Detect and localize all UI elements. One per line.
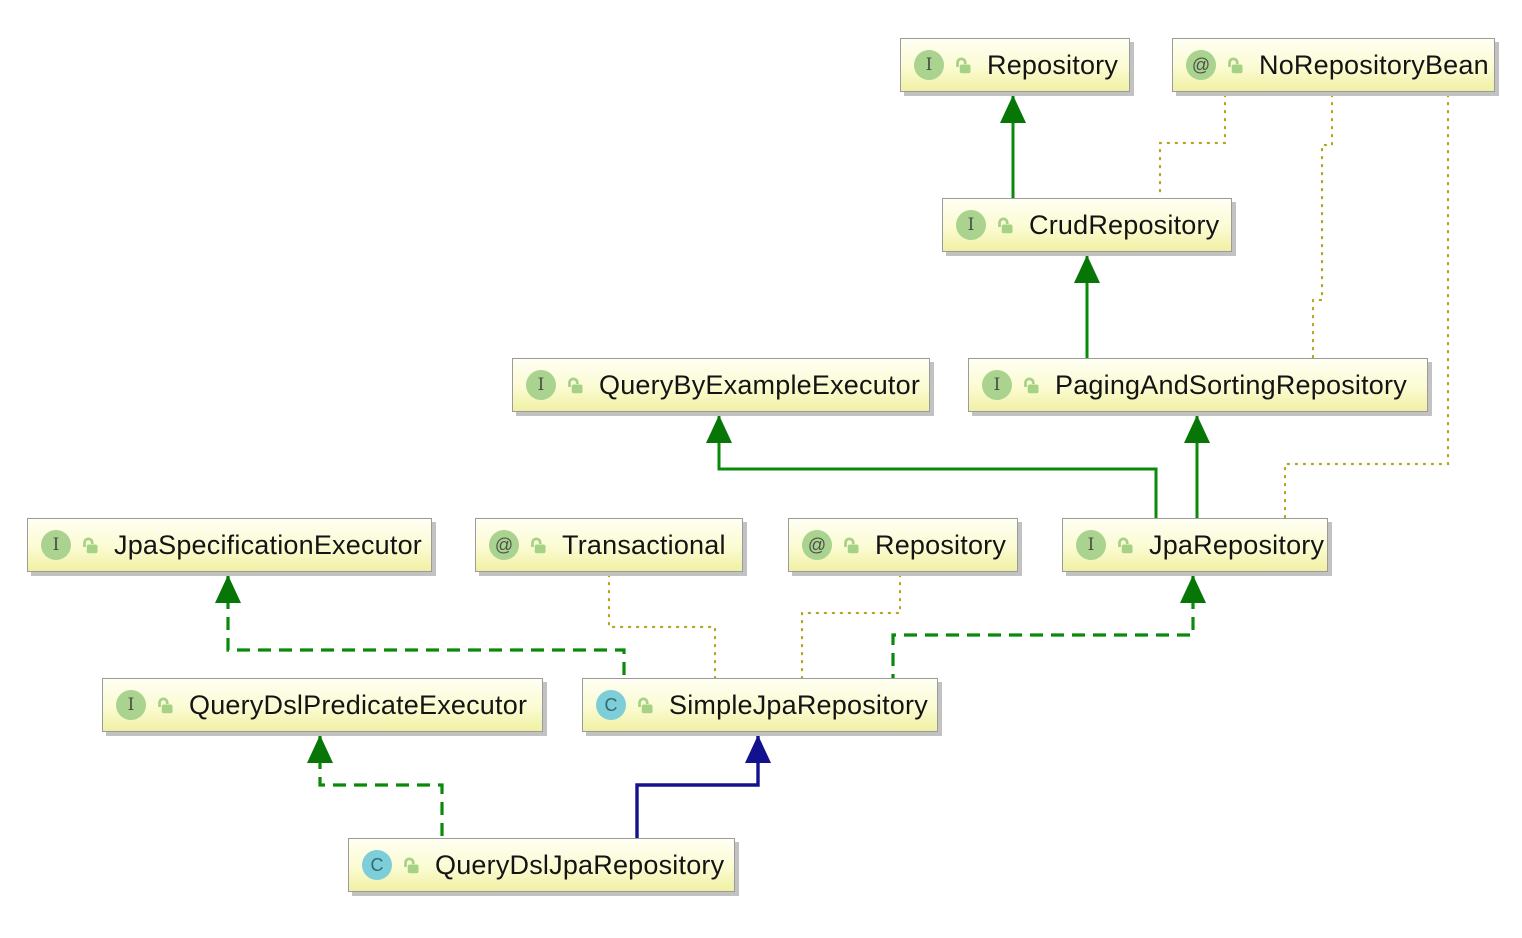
public-lock-icon — [1228, 57, 1243, 74]
edge-no-repository-bean-to-crud-repository — [1158, 93, 1227, 200]
node-querydsl-jpa-repository[interactable]: C QueryDslJpaRepository — [348, 838, 735, 892]
edge-querydsl-jpa-repository-to-querydsl-predicate-executor — [307, 735, 444, 838]
class-icon: C — [596, 690, 626, 720]
interface-icon-glyph: I — [993, 374, 1001, 395]
node-jpa-specification-executor[interactable]: I JpaSpecificationExecutor — [27, 518, 432, 572]
public-lock-icon — [956, 57, 971, 74]
interface-icon-glyph: I — [127, 694, 135, 715]
interface-icon: I — [41, 530, 71, 560]
node-label: QueryByExampleExecutor — [599, 369, 921, 400]
public-lock-icon — [531, 537, 546, 554]
public-lock-icon — [844, 537, 859, 554]
interface-icon: I — [982, 370, 1012, 400]
node-jpa-repository[interactable]: I JpaRepository — [1062, 518, 1328, 572]
node-query-by-example-executor[interactable]: I QueryByExampleExecutor — [512, 358, 930, 412]
annotation-icon: @ — [489, 530, 519, 560]
public-lock-icon — [404, 857, 419, 874]
arrowhead-icon — [215, 575, 241, 603]
annotation-icon-glyph: @ — [1191, 55, 1211, 75]
public-lock-icon — [1024, 377, 1039, 394]
annotation-icon-glyph: @ — [494, 535, 514, 555]
node-label: SimpleJpaRepository — [669, 689, 928, 720]
arrowhead-icon — [1074, 255, 1100, 283]
interface-icon: I — [526, 370, 556, 400]
node-transactional[interactable]: @ Transactional — [475, 518, 743, 572]
edge-no-repository-bean-to-jpa-repository — [1283, 93, 1450, 520]
class-icon-glyph: C — [370, 855, 384, 875]
node-label: JpaRepository — [1149, 529, 1325, 560]
node-repository-interface[interactable]: I Repository — [900, 38, 1130, 92]
public-lock-icon — [158, 697, 173, 714]
node-label: Repository — [875, 529, 1007, 560]
interface-icon: I — [1076, 530, 1106, 560]
node-simple-jpa-repository[interactable]: C SimpleJpaRepository — [582, 678, 938, 732]
public-lock-icon — [1118, 537, 1133, 554]
arrowhead-icon — [1184, 415, 1210, 443]
annotation-icon: @ — [1186, 50, 1216, 80]
edge-transactional-to-simple-jpa-repository — [607, 573, 717, 680]
edge-jpa-repository-to-paging-and-sorting-repository — [1184, 415, 1210, 518]
edge-crud-repository-to-repository-interface — [1000, 95, 1026, 198]
node-label: CrudRepository — [1029, 209, 1220, 240]
node-paging-and-sorting-repository[interactable]: I PagingAndSortingRepository — [968, 358, 1428, 412]
public-lock-icon — [638, 697, 653, 714]
edge-simple-jpa-repository-to-jpa-repository — [891, 575, 1206, 678]
node-label: QueryDslPredicateExecutor — [189, 689, 528, 720]
node-label: QueryDslJpaRepository — [435, 849, 725, 880]
class-icon-glyph: C — [604, 695, 618, 715]
interface-icon-glyph: I — [537, 374, 545, 395]
interface-icon: I — [956, 210, 986, 240]
arrowhead-icon — [307, 735, 333, 763]
class-icon: C — [362, 850, 392, 880]
node-label: JpaSpecificationExecutor — [114, 529, 422, 560]
node-label: Transactional — [562, 529, 726, 560]
node-no-repository-bean[interactable]: @ NoRepositoryBean — [1172, 38, 1495, 92]
edge-simple-jpa-repository-to-jpa-specification-executor — [215, 575, 626, 678]
node-label: Repository — [987, 49, 1119, 80]
interface-icon: I — [914, 50, 944, 80]
public-lock-icon — [83, 537, 98, 554]
node-repository-annotation[interactable]: @ Repository — [788, 518, 1018, 572]
annotation-icon-glyph: @ — [807, 535, 827, 555]
annotation-icon: @ — [802, 530, 832, 560]
edge-querydsl-jpa-repository-to-simple-jpa-repository — [635, 735, 771, 838]
interface-icon-glyph: I — [1087, 534, 1095, 555]
node-label: NoRepositoryBean — [1259, 49, 1489, 80]
arrowhead-icon — [1000, 95, 1026, 123]
public-lock-icon — [568, 377, 583, 394]
edge-no-repository-bean-to-paging-and-sorting-repository — [1311, 93, 1334, 360]
interface-icon-glyph: I — [52, 534, 60, 555]
interface-icon: I — [116, 690, 146, 720]
node-crud-repository[interactable]: I CrudRepository — [942, 198, 1232, 252]
node-label: PagingAndSortingRepository — [1055, 369, 1407, 400]
node-querydsl-predicate-executor[interactable]: I QueryDslPredicateExecutor — [102, 678, 543, 732]
interface-icon-glyph: I — [925, 54, 933, 75]
arrowhead-icon — [1180, 575, 1206, 603]
interface-icon-glyph: I — [967, 214, 975, 235]
edge-repository-annotation-to-simple-jpa-repository — [800, 573, 902, 680]
arrowhead-icon — [745, 735, 771, 763]
edge-jpa-repository-to-query-by-example-executor — [706, 415, 1158, 518]
arrowhead-icon — [706, 415, 732, 443]
edge-paging-and-sorting-repository-to-crud-repository — [1074, 255, 1100, 358]
public-lock-icon — [998, 217, 1013, 234]
